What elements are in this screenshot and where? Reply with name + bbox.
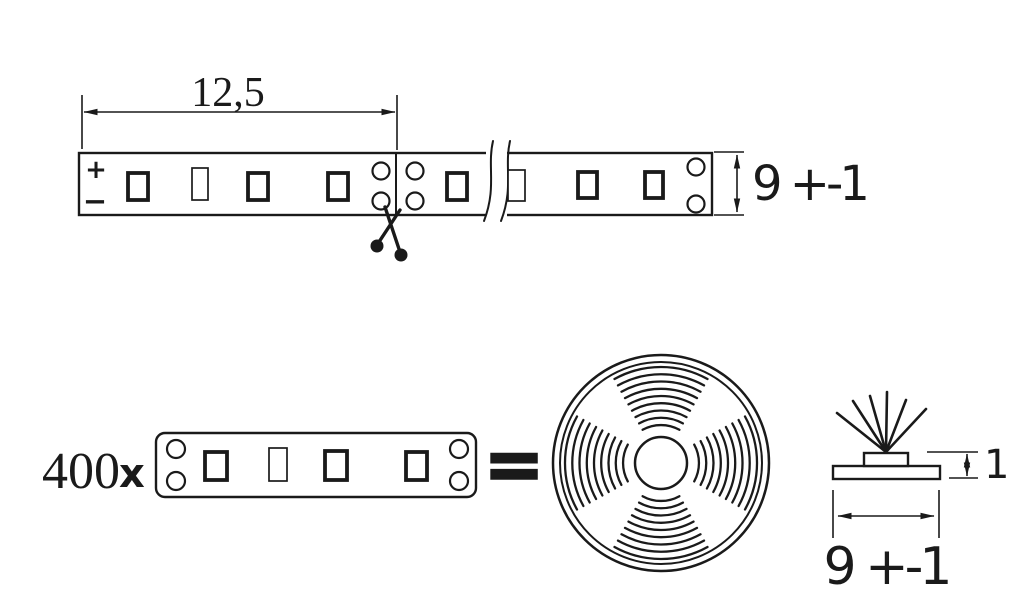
strip-width-label: 9 +-1 xyxy=(752,156,866,212)
led-chip xyxy=(323,449,349,482)
wound-strip-arc xyxy=(616,373,706,387)
profile-width-dimension: 9 +-1 xyxy=(823,490,953,590)
wound-strip-arc xyxy=(623,387,699,400)
led-profile xyxy=(862,451,910,468)
cut-length-dimension: 12,5 xyxy=(81,70,398,150)
wound-strip-arc xyxy=(712,432,722,494)
wound-strip-arc xyxy=(718,429,730,497)
reel-outer-rim xyxy=(551,353,771,573)
solder-pad xyxy=(686,157,706,177)
wound-strip-arc xyxy=(621,443,629,483)
wound-strip-arc xyxy=(630,402,692,412)
segment-body xyxy=(154,431,478,499)
wound-strip-arcs xyxy=(563,365,759,561)
wound-strip-arc xyxy=(563,415,579,511)
cut-length-label: 12,5 xyxy=(191,70,265,116)
wound-strip-arc xyxy=(592,429,604,497)
solder-pad xyxy=(371,191,391,211)
wound-strip-arc xyxy=(614,439,623,487)
wound-strip-arc xyxy=(627,394,695,406)
wound-strip-arc xyxy=(600,432,610,494)
solder-pad xyxy=(448,438,470,460)
strip-segment xyxy=(154,431,478,499)
wound-strip-arc xyxy=(634,409,688,419)
wound-strip-arc xyxy=(571,418,585,508)
resistor-chip xyxy=(191,167,209,201)
break-wave-line xyxy=(483,140,494,222)
wound-strip-arc xyxy=(607,436,617,490)
wound-strip-arc xyxy=(623,526,699,539)
wound-strip-arc xyxy=(699,439,708,487)
wound-strip-arc xyxy=(637,416,685,425)
wound-strip-arc xyxy=(743,415,759,511)
wound-strip-arc xyxy=(731,422,744,504)
scissors-icon xyxy=(370,205,408,262)
break-mark xyxy=(483,140,511,222)
led-chip xyxy=(203,450,229,482)
light-rays-icon xyxy=(835,390,928,454)
wound-strip-arc xyxy=(585,425,598,501)
wound-strip-arc xyxy=(578,422,591,504)
minus-symbol: − xyxy=(83,184,107,218)
resistor-chip xyxy=(507,169,526,202)
solder-pad xyxy=(686,194,706,214)
reel-hub xyxy=(633,435,689,491)
wound-strip-arc xyxy=(616,539,706,553)
wound-strip-arc xyxy=(627,520,695,532)
plus-symbol: + xyxy=(85,155,107,185)
profile-height-label: 1 xyxy=(984,442,1009,488)
led-chip xyxy=(445,171,469,202)
solder-pad xyxy=(165,438,187,460)
wound-strip-arc xyxy=(620,380,702,393)
resistor-chip xyxy=(268,447,288,482)
solder-pad xyxy=(371,161,391,181)
wound-strip-arc xyxy=(620,533,702,546)
led-strip-top-view: + − xyxy=(77,140,714,262)
led-chip xyxy=(126,171,150,202)
led-chip xyxy=(643,170,665,200)
solder-pad xyxy=(448,470,470,492)
profile-width-label: 9 +-1 xyxy=(823,537,948,590)
profile-height-dimension: 1 xyxy=(927,442,1009,488)
wound-strip-arc xyxy=(613,545,709,561)
strip-width-dimension: 9 +-1 xyxy=(714,151,870,216)
led-chip xyxy=(404,450,429,482)
wound-strip-arc xyxy=(637,501,685,510)
led-chip xyxy=(326,171,350,202)
led-chip xyxy=(246,171,270,202)
wound-strip-arc xyxy=(634,507,688,517)
tape-reel-icon xyxy=(551,353,771,573)
wound-strip-arc xyxy=(613,365,709,381)
multiplier-label: x xyxy=(119,451,145,497)
quantity-label: 400 xyxy=(42,443,120,500)
wound-strip-arc xyxy=(630,514,692,524)
pcb-base-profile xyxy=(831,464,942,481)
equals-sign: = xyxy=(484,422,544,506)
solder-pad xyxy=(405,191,425,211)
wound-strip-arc xyxy=(641,423,681,431)
strip-side-profile xyxy=(831,390,942,481)
led-chip xyxy=(576,170,599,200)
wound-strip-arc xyxy=(724,425,737,501)
solder-pad xyxy=(165,470,187,492)
break-gap xyxy=(486,149,507,219)
solder-pad xyxy=(405,161,425,181)
reel-inner-rim xyxy=(559,361,763,565)
wound-strip-arc xyxy=(693,443,701,483)
wound-strip-arc xyxy=(641,495,681,503)
wound-strip-arc xyxy=(737,418,751,508)
wound-strip-arc xyxy=(705,436,715,490)
